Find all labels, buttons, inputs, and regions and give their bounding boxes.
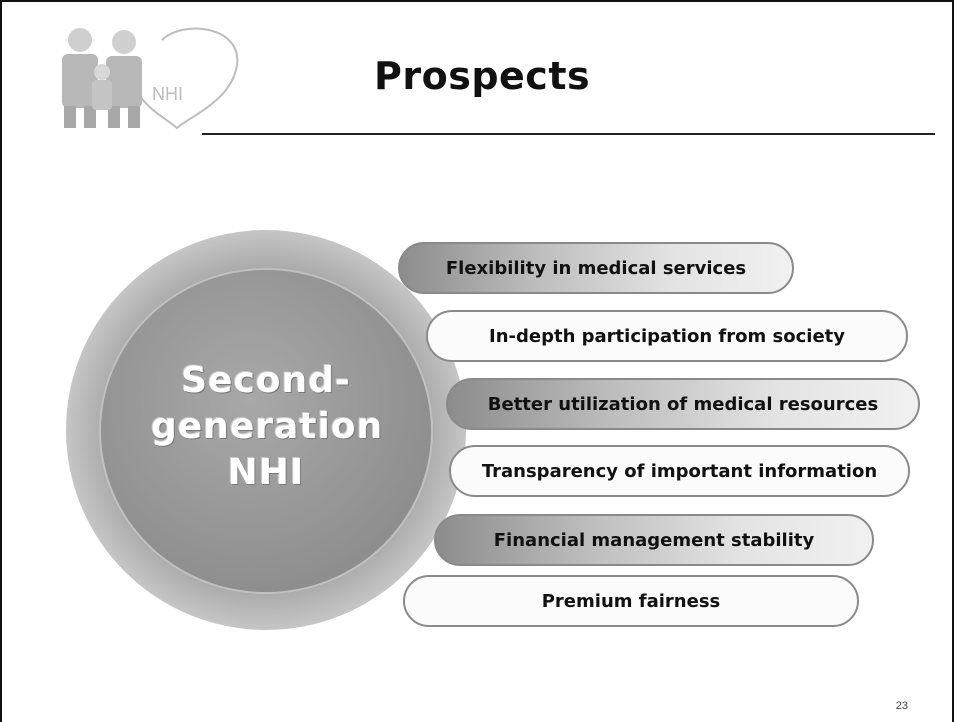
family-heart-logo-icon: NHI: [62, 27, 239, 130]
prospect-label: Better utilization of medical resources: [487, 393, 879, 415]
logo-text: NHI: [152, 84, 183, 104]
prospect-item-utilization: Better utilization of medical resources: [446, 378, 920, 430]
prospect-label: Flexibility in medical services: [445, 257, 747, 279]
circle-label-line-3: NHI: [227, 452, 305, 493]
circle-label-line-2: generation: [151, 406, 384, 447]
nhi-logo: NHI: [52, 20, 252, 130]
circle-inner-disc: [101, 270, 431, 592]
prospect-label: In-depth participation from society: [489, 325, 845, 347]
circle-label-line-1: Second-: [181, 360, 351, 401]
prospect-item-participation: In-depth participation from society: [426, 310, 908, 362]
prospect-item-premium-fairness: Premium fairness: [403, 575, 859, 627]
prospect-item-financial-stability: Financial management stability: [434, 514, 874, 566]
title-underline: [202, 133, 935, 135]
prospect-item-transparency: Transparency of important information: [449, 445, 910, 497]
prospect-label: Financial management stability: [493, 529, 815, 551]
page-number: 23: [895, 700, 908, 712]
prospect-label: Premium fairness: [541, 590, 721, 612]
circle-label: Second- generation NHI: [151, 358, 384, 496]
central-circle: Second- generation NHI: [66, 230, 466, 630]
prospect-label: Transparency of important information: [481, 460, 878, 482]
page-title: Prospects: [374, 54, 591, 98]
prospect-item-flexibility: Flexibility in medical services: [398, 242, 794, 294]
